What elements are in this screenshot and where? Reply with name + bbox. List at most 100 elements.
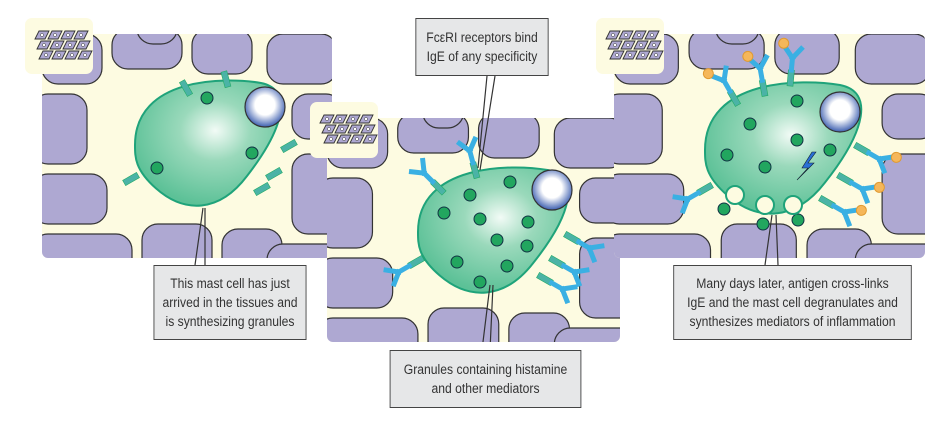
ige-antibody [746, 53, 770, 84]
tissue-cell [477, 118, 540, 159]
exocytosis-pocket [755, 195, 775, 215]
nucleus-glyph [81, 43, 85, 47]
antigen [742, 50, 754, 62]
tissue-cell [327, 257, 394, 309]
antigen [890, 151, 902, 163]
nucleus-glyph [626, 43, 630, 47]
ige-antibody [830, 202, 860, 228]
receptor-stem [220, 70, 232, 89]
granule [717, 202, 731, 216]
callout-line: This mast cell has just [170, 276, 290, 291]
granule [473, 275, 487, 289]
ige-antibody [560, 262, 590, 288]
receptor-stem [280, 138, 298, 154]
granule [520, 239, 534, 253]
panel-degranulation [614, 34, 925, 258]
callout-receptors: FcεRI receptors bind IgE of any specific… [415, 18, 549, 76]
nucleus-glyph [641, 53, 645, 57]
tissue-cell [614, 233, 712, 258]
antigen [855, 204, 867, 216]
ige-antibody [781, 43, 805, 73]
fc-receptor [220, 70, 232, 89]
tissue-cell [881, 153, 925, 235]
tissue-cell [774, 34, 840, 75]
nucleus-glyph [325, 117, 329, 121]
granule [720, 148, 734, 162]
callout-line: Granules containing histamine [403, 362, 568, 377]
tissue-cell [191, 34, 253, 75]
fc-receptor [742, 50, 770, 97]
nucleus-glyph [351, 117, 355, 121]
nucleus-glyph [628, 53, 632, 57]
callout-line: and other mediators [431, 381, 540, 396]
fc-receptor [548, 254, 590, 288]
tissue-cell [42, 173, 108, 225]
nucleus-glyph [42, 43, 46, 47]
tissue-cell [614, 93, 663, 165]
nucleus-glyph [364, 117, 368, 121]
nucleus-glyph [624, 33, 628, 37]
nucleus-glyph [654, 53, 658, 57]
tissue-cell [553, 327, 620, 342]
nucleus-glyph [55, 43, 59, 47]
tissue-cell [42, 93, 88, 165]
fc-receptor [455, 135, 481, 180]
ige-antibody [865, 149, 895, 175]
tissue-cell [854, 34, 925, 85]
tissue-cell [327, 177, 374, 249]
ige-antibody [708, 65, 734, 95]
granule [200, 91, 214, 105]
pointer-line [194, 207, 206, 266]
callout-line: IgE and the mast cell degranulates and [687, 295, 898, 310]
tissue-cell [42, 233, 133, 258]
nucleus-glyph [652, 43, 656, 47]
fc-receptor [536, 271, 578, 305]
callout-arrival: This mast cell has just arrived in the t… [153, 265, 307, 340]
ige-antibody [408, 157, 437, 186]
exocytosis-pocket [783, 195, 803, 215]
tissue-cell [141, 223, 213, 258]
callout-degranulation: Many days later, antigen cross-links IgE… [673, 265, 912, 340]
granule [463, 188, 477, 202]
receptor-stem [178, 79, 194, 97]
nucleus-glyph [53, 33, 57, 37]
tissue-cell [614, 173, 685, 225]
granule [823, 143, 837, 157]
fc-receptor [265, 166, 283, 182]
fc-receptor [836, 171, 885, 205]
nucleus-glyph [342, 137, 346, 141]
callout-line: FcεRI receptors bind [426, 30, 538, 45]
activation-signal-icon [796, 151, 817, 181]
nucleus-glyph [637, 33, 641, 37]
ige-antibody [383, 262, 413, 288]
granule [437, 206, 451, 220]
tissue-cell [715, 34, 760, 45]
fc-receptor [122, 171, 140, 187]
granule [500, 259, 514, 273]
ige-antibody [455, 135, 479, 166]
nucleus-glyph [83, 53, 87, 57]
tissue-cell [427, 307, 500, 342]
nucleus-glyph [40, 33, 44, 37]
nucleus-glyph [66, 33, 70, 37]
tissue-cells-icon [25, 18, 93, 74]
antigen [702, 68, 714, 80]
granule [790, 94, 804, 108]
nucleus-glyph [57, 53, 61, 57]
nucleus-glyph [340, 127, 344, 131]
fc-receptor [702, 65, 742, 107]
nucleus-glyph [327, 127, 331, 131]
pointer-line [481, 284, 494, 342]
nucleus-glyph [353, 127, 357, 131]
fc-receptor [280, 138, 298, 154]
fc-receptor [383, 254, 425, 288]
receptor-stem [265, 166, 283, 182]
fc-receptor [818, 194, 867, 228]
granule [790, 133, 804, 147]
fc-receptor [178, 79, 194, 97]
tissue-cells-icon [596, 18, 664, 74]
granule [756, 217, 770, 231]
pointer-line [477, 75, 496, 171]
granule [490, 233, 504, 247]
